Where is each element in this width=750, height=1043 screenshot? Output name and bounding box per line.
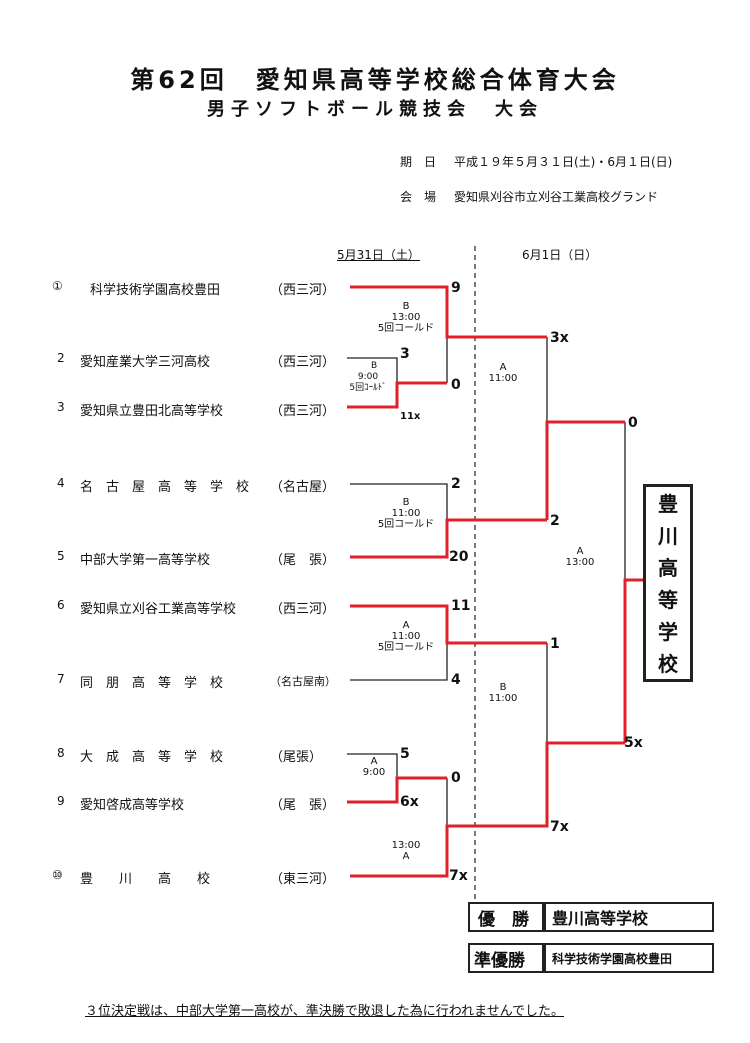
team-name: 大 成 高 等 学 校	[80, 750, 224, 765]
team-region: （尾 張）	[270, 798, 336, 813]
team-name: 愛知産業大学三河高校	[80, 355, 211, 370]
team-number: 7	[57, 672, 65, 686]
team-number: ①	[52, 279, 63, 293]
champion-char: 川	[658, 524, 678, 548]
team-number: 9	[57, 794, 65, 808]
footer-note: ３位決定戦は、中部大学第一高校が、準決勝で敗退した為に行われませんでした。	[85, 1004, 565, 1019]
champion-char: 校	[658, 652, 678, 676]
score: 7x	[449, 868, 468, 884]
champion-box	[643, 484, 693, 682]
runner-label-box	[468, 943, 544, 973]
champion-char: 豊	[658, 492, 678, 516]
bracket-black-lines	[347, 337, 626, 826]
team-number: 5	[57, 549, 65, 563]
score: 5	[400, 746, 410, 762]
winner-label-box	[468, 902, 544, 932]
score: 11	[451, 598, 471, 614]
bracket-red-lines	[347, 285, 643, 878]
score: 4	[451, 672, 461, 688]
team-name: 同 朋 高 等 学 校	[80, 676, 224, 691]
team-region: （東三河）	[270, 872, 336, 887]
runner-team-box	[544, 943, 714, 973]
team-region: （西三河）	[270, 602, 336, 617]
winner-label: 優 勝	[478, 910, 529, 930]
team-name: 愛知啓成高等学校	[80, 798, 185, 813]
team-region: （名古屋南）	[270, 675, 336, 688]
score: 6x	[400, 794, 419, 810]
score: 0	[451, 377, 461, 393]
team-region: （西三河）	[270, 283, 336, 298]
team-number: 4	[57, 476, 65, 490]
score: 2	[451, 476, 461, 492]
day2-header: 6月1日（日）	[522, 248, 598, 262]
team-region: （尾 張）	[270, 553, 336, 568]
score: 5x	[624, 735, 643, 751]
team-name: 中部大学第一高等学校	[80, 553, 211, 568]
team-name: 名 古 屋 高 等 学 校	[80, 480, 250, 495]
score: 1	[550, 636, 560, 652]
champion-char: 等	[658, 588, 678, 612]
score: 0	[628, 415, 638, 431]
score: 7x	[550, 819, 569, 835]
team-region: （名古屋）	[270, 480, 336, 495]
team-region: （西三河）	[270, 355, 336, 370]
runner-team: 科学技術学園高校豊田	[552, 952, 673, 966]
score: 2	[550, 513, 560, 529]
team-name: 豊 川 高 校	[80, 872, 211, 887]
team-name: 科学技術学園高校豊田	[90, 283, 221, 298]
team-number: ⑩	[52, 868, 63, 882]
score: 0	[451, 770, 461, 786]
page-title: 第62回 愛知県高等学校総合体育大会	[130, 66, 620, 94]
team-region: （尾張）	[270, 750, 323, 765]
team-region: （西三河）	[270, 404, 336, 419]
score: 3x	[550, 330, 569, 346]
score: 9	[451, 280, 461, 296]
score: 11x	[400, 411, 421, 422]
champion-char: 高	[658, 556, 678, 580]
champion-char: 学	[658, 620, 678, 644]
day1-header: 5月31日（土）	[337, 248, 420, 262]
team-name: 愛知県立刈谷工業高等学校	[80, 602, 237, 617]
team-number: 8	[57, 746, 65, 760]
team-number: 3	[57, 400, 65, 414]
team-name: 愛知県立豊田北高等学校	[80, 404, 224, 419]
date-value: 平成１９年５月３１日(土)・6月１日(日)	[454, 155, 673, 169]
runner-label: 準優勝	[474, 951, 525, 971]
date-label: 期 日	[400, 155, 437, 169]
winner-team-box	[544, 902, 714, 932]
team-number: 6	[57, 598, 65, 612]
venue-value: 愛知県刈谷市立刈谷工業高校グランド	[454, 190, 659, 204]
score: 3	[400, 346, 410, 362]
page-subtitle: 男子ソフトボール競技会 大会	[207, 99, 543, 120]
venue-label: 会 場	[400, 190, 437, 204]
score: 20	[449, 549, 469, 565]
team-number: 2	[57, 351, 65, 365]
winner-team: 豊川高等学校	[552, 909, 649, 928]
